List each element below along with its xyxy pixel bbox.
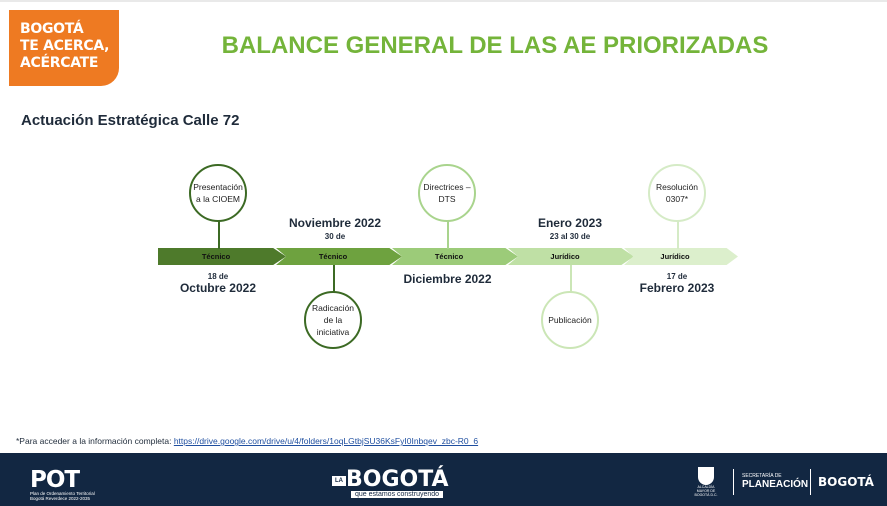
stage-bar-1: Técnico [158,248,286,265]
footer-separator-1 [733,469,734,495]
date-day-2: 30 de [324,232,346,241]
la-bogota-prefix: LA [332,476,346,486]
stage-label-2: Técnico [318,252,348,261]
date-month-1: Octubre 2022 [179,281,257,295]
date-day-4: 23 al 30 de [549,232,591,241]
date-enero-2023: Enero 2023 23 al 30 de [515,216,625,241]
drive-folder-link[interactable]: https://drive.google.com/drive/u/4/folde… [173,436,479,446]
la-bogota-tagline: que estamos construyendo [351,491,444,498]
sdp-line-2: PLANEACIÓN [742,479,809,490]
stage-bar-5: Jurídico [624,248,738,265]
pot-logo-sub-2: Bogotá Reverdece 2022-2035 [30,496,91,501]
stage-label-5: Jurídico [660,252,690,261]
milestone-stem-1 [218,219,220,249]
milestone-publicacion: Publicación [541,291,599,349]
alcaldia-logo: ALCALDÍA MAYOR DE BOGOTÁ D.C. [692,467,720,497]
milestone-text-resolucion: Resolución 0307* [655,182,699,204]
stage-bar-4: Jurídico [508,248,634,265]
pot-logo: POT Plan de Ordenamiento Territorial Bog… [30,467,95,502]
secretaria-planeacion-logo: SECRETARÍA DE PLANEACIÓN [742,473,808,490]
milestone-text-directrices: Directrices – DTS [423,182,471,204]
badge-line-1: BOGOTÁ [20,21,84,37]
date-octubre-2022: 18 de Octubre 2022 [168,272,268,295]
la-bogota-name: BOGOTÁ [346,467,449,492]
alcaldia-text: ALCALDÍA MAYOR DE BOGOTÁ D.C. [694,485,718,497]
milestone-resolucion: Resolución 0307* [648,164,706,222]
date-month-4: Enero 2023 [537,216,603,230]
footer-separator-2 [810,469,811,495]
milestone-directrices: Directrices – DTS [418,164,476,222]
stage-label-4: Jurídico [550,252,580,261]
alcaldia-shield-icon [698,467,714,485]
milestone-stem-3 [677,219,679,249]
date-month-3: Diciembre 2022 [403,272,492,286]
milestone-presentacion: Presentación a la CIOEM [189,164,247,222]
slide-title: BALANCE GENERAL DE LAS AE PRIORIZADAS [221,32,769,59]
stage-label-3: Técnico [434,252,464,261]
pot-logo-text: POT [30,467,80,493]
stage-label-1: Técnico [201,252,231,261]
date-day-5: 17 de [666,272,688,281]
sdp-line-1: SECRETARÍA DE [742,473,782,479]
stage-bar-3: Técnico [392,248,518,265]
date-day-1: 18 de [207,272,229,281]
milestone-stem-5 [570,265,572,295]
date-month-2: Noviembre 2022 [288,216,382,230]
milestone-stem-4 [333,265,335,295]
bogota-logo: BOGOTÁ [818,475,874,489]
badge-line-2: TE ACERCA, [20,38,110,54]
milestone-text-publicacion: Publicación [548,315,592,325]
slide-subtitle: Actuación Estratégica Calle 72 [21,112,240,129]
date-diciembre-2022: Diciembre 2022 [390,272,505,286]
date-febrero-2023: 17 de Febrero 2023 [622,272,732,295]
top-divider [0,0,887,2]
pot-logo-sub-1: Plan de Ordenamiento Territorial [30,491,95,496]
milestone-radicacion: Radicación de la iniciativa [304,291,362,349]
footnote: *Para acceder a la información completa:… [16,436,478,446]
bogota-te-acerca-badge: BOGOTÁ TE ACERCA, ACÉRCATE [9,10,119,86]
milestone-stem-2 [447,219,449,249]
stage-bar-2: Técnico [276,248,402,265]
milestone-text-presentacion: Presentación a la CIOEM [193,182,243,204]
badge-line-3: ACÉRCATE [20,55,99,71]
date-noviembre-2022: Noviembre 2022 30 de [275,216,395,241]
date-month-5: Febrero 2023 [639,281,715,295]
milestone-text-radicacion: Radicación de la iniciativa [311,303,355,337]
footnote-prefix: *Para acceder a la información completa: [16,436,174,446]
footer-bar: POT Plan de Ordenamiento Territorial Bog… [0,453,887,506]
